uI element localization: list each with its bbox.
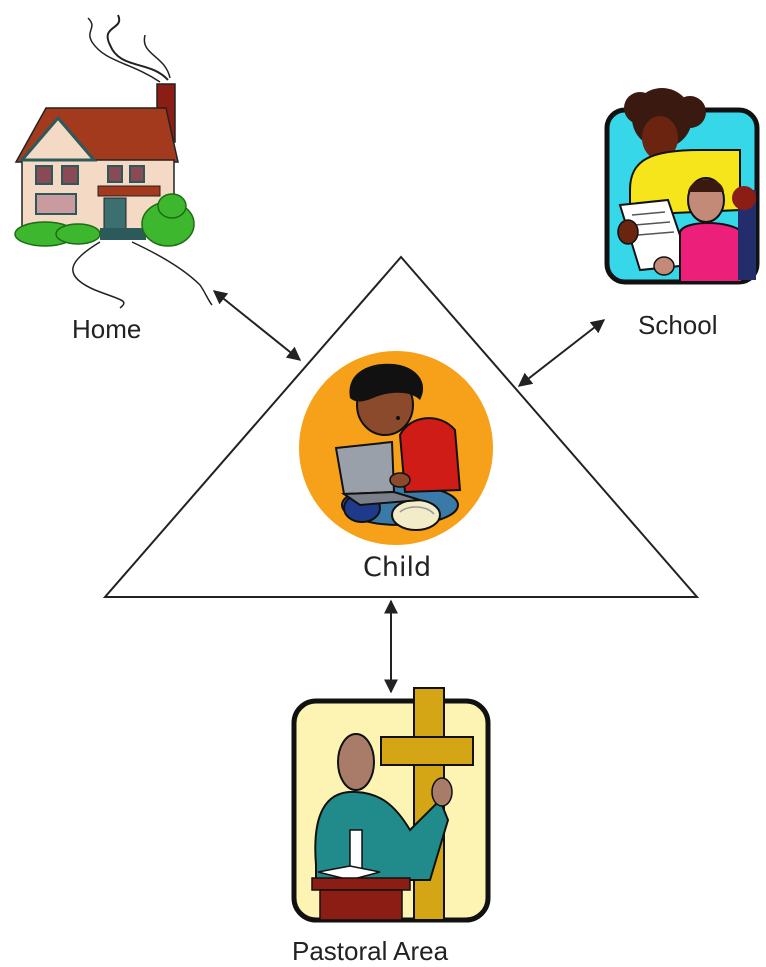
pastor-cross-icon [291,687,491,923]
school-label: School [638,310,718,340]
child-laptop-icon [299,351,493,545]
child-triangle [102,255,700,598]
home-child-arrow [212,290,302,361]
school-child-arrow [517,319,606,387]
home-label: Home [72,314,142,344]
house-icon [14,14,213,309]
child-label: Child [363,552,432,583]
pastoral-area-label: Pastoral Area [292,936,449,966]
teacher-student-icon [604,88,760,285]
